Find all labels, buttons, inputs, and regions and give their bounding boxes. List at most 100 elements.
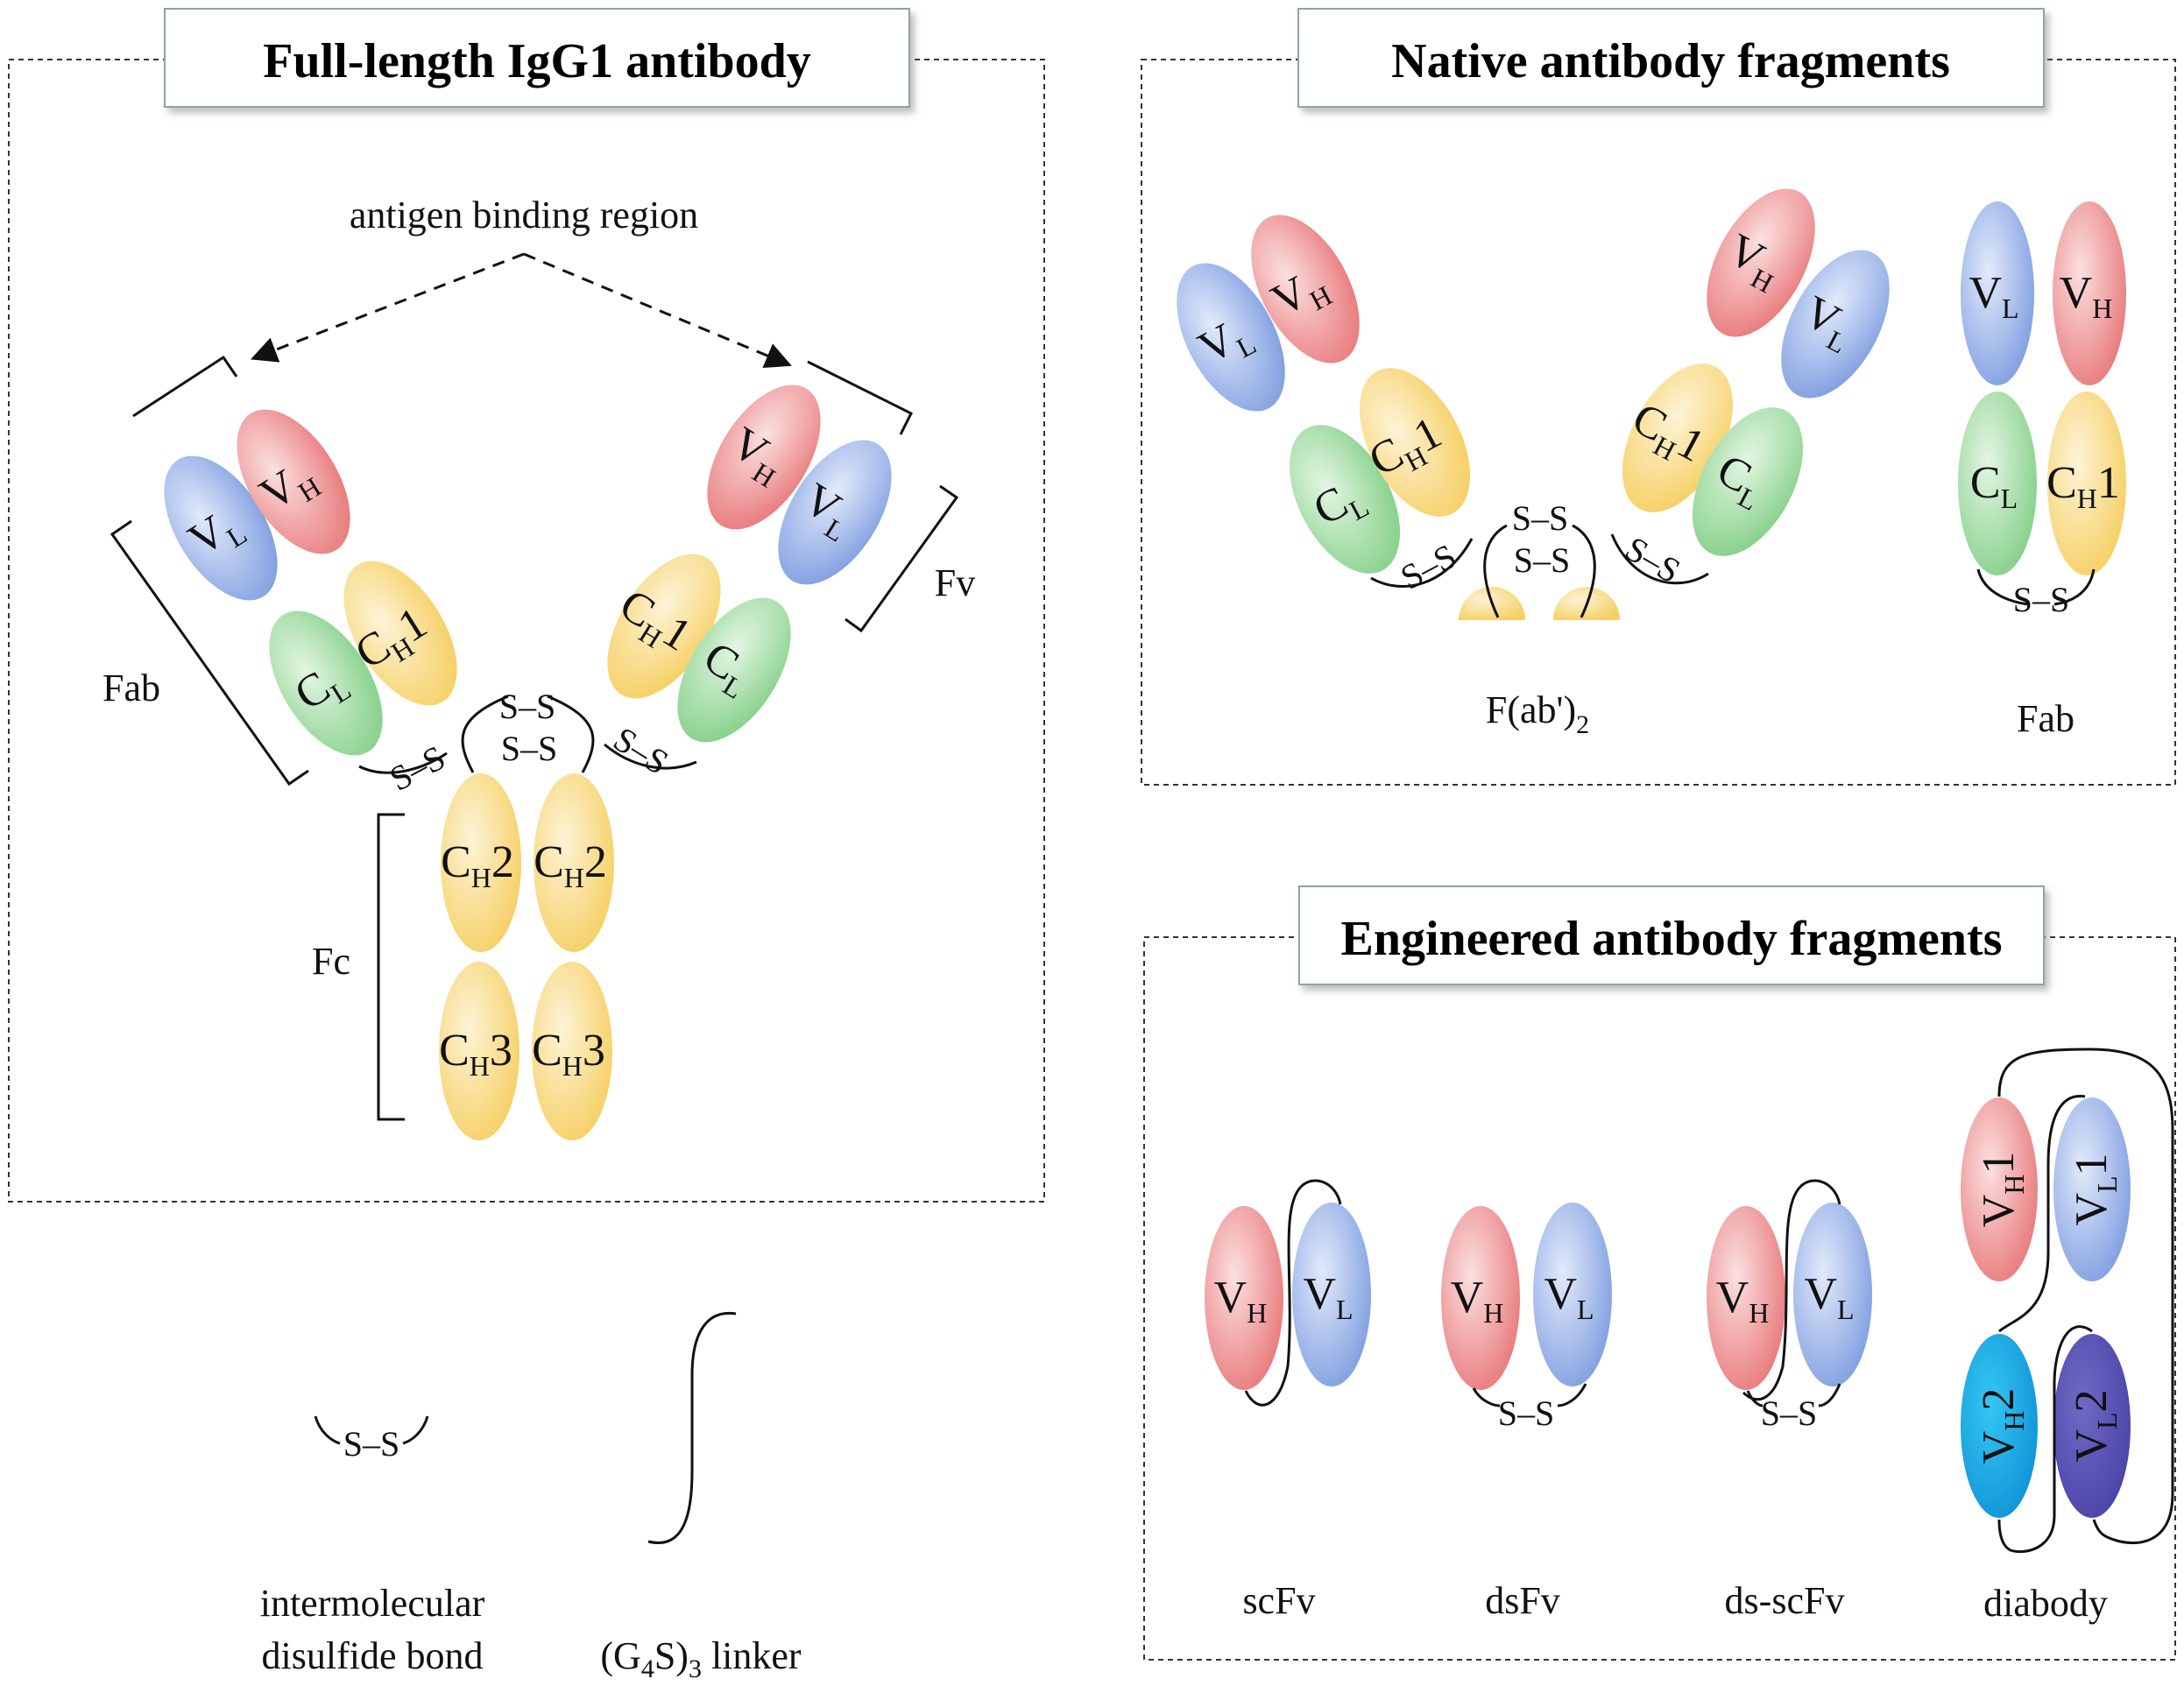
svg-text:VL1: VL1	[2067, 1153, 2123, 1225]
fab2-ss-arc-right	[1610, 533, 1709, 585]
fab-bracket	[110, 519, 309, 787]
legend-disulfide: S–S intermolecular disulfide bond	[260, 1415, 485, 1677]
dsfv-ss-arc	[1472, 1383, 1587, 1407]
domain-ch3-left: CH3	[439, 962, 519, 1140]
domain-vh-dsscfv: VH	[1707, 1206, 1785, 1390]
full-length-title-box	[164, 8, 910, 108]
legend-linker-curve	[647, 1311, 737, 1544]
domain-vh-fab2-right: VH	[1707, 188, 1815, 337]
domain-vl-fab2-right: VL	[1781, 250, 1890, 399]
diabody-linker-inner	[1998, 1095, 2086, 1333]
domain-vl-dsfv: VL	[1533, 1203, 1612, 1386]
native-title: Native antibody fragments	[1391, 34, 1950, 88]
fc-label: Fc	[312, 940, 350, 983]
antigen-binding-label: antigen binding region	[350, 194, 698, 236]
svg-text:VH: VH	[1214, 1273, 1268, 1329]
fab-fragment: VL VH CL CH1 S–S Fab	[1958, 201, 2126, 740]
domain-vl-fab: VL	[1961, 201, 2034, 385]
legend-disulfide-arc	[314, 1415, 429, 1445]
fv-bracket-right	[807, 360, 914, 435]
hinge-ss-1: S–S	[499, 687, 556, 726]
hinge-ss-2: S–S	[501, 729, 558, 768]
dsscfv-ss: S–S	[1761, 1393, 1818, 1433]
svg-text:VL: VL	[1544, 1269, 1594, 1325]
hinge-arc-left	[461, 695, 509, 773]
fab2-ss-right: S–S	[1619, 528, 1687, 590]
engineered-title: Engineered antibody fragments	[1341, 912, 2003, 966]
full-length-title: Full-length IgG1 antibody	[263, 34, 810, 88]
scfv-linker	[1244, 1179, 1342, 1407]
fv-bracket-left	[132, 355, 238, 418]
svg-text:CH2: CH2	[534, 837, 607, 893]
fab2-hinge-ss-1: S–S	[1512, 498, 1569, 538]
fv-bracket-long	[845, 484, 959, 633]
svg-text:CL: CL	[1707, 445, 1775, 517]
legend-disulfide-line1: intermolecular	[260, 1582, 485, 1625]
fab-label: Fab	[102, 667, 160, 709]
svg-text:VL2: VL2	[2067, 1389, 2123, 1462]
antigen-arrow-left	[251, 252, 525, 363]
svg-text:CH2: CH2	[441, 837, 514, 893]
domain-cl-fab2-left: CL	[1289, 425, 1401, 574]
dsfv-fragment: VH VL S–S dsFv	[1441, 1203, 1612, 1622]
svg-text:VL: VL	[1804, 1269, 1854, 1325]
ds-scfv-fragment: VH VL S–S ds-scFv	[1707, 1179, 1872, 1622]
legend-disulfide-symbol: S–S	[343, 1424, 400, 1464]
fab2-label: F(ab')2	[1486, 688, 1589, 739]
fab-ss-arc	[1976, 568, 2096, 606]
diabody-label: diabody	[1983, 1582, 2108, 1625]
fab2-ss-arc-left	[1370, 538, 1474, 589]
fv-label: Fv	[935, 561, 975, 604]
fc-bracket	[377, 813, 405, 1121]
domain-cl-fab: CL	[1958, 392, 2037, 575]
full-length-panel: Full-length IgG1 antibody	[8, 8, 1045, 1203]
svg-text:VH: VH	[1716, 1273, 1770, 1329]
svg-text:VL: VL	[1968, 268, 2018, 324]
ss-right: S–S	[607, 719, 676, 782]
svg-text:VH: VH	[2060, 268, 2113, 324]
domain-ch1-left: CH1	[343, 561, 457, 706]
dsscfv-ss-arc	[1746, 1383, 1841, 1407]
legend-linker-label: (G4S)3 linker	[600, 1634, 802, 1683]
svg-text:VL: VL	[1303, 1269, 1353, 1325]
diabody-fragment: VH1 VL1 VH2 VL2 diabody	[1961, 1048, 2174, 1625]
domain-vh1-diabody: VH1	[1961, 1097, 2038, 1281]
fab-ss: S–S	[2013, 580, 2070, 619]
ss-arc-left	[358, 751, 448, 774]
legend-linker: (G4S)3 linker	[600, 1311, 802, 1683]
engineered-panel: Engineered antibody fragments	[1143, 885, 2176, 1661]
ss-left: S–S	[383, 737, 451, 799]
native-frame	[1141, 59, 2176, 786]
svg-text:CH1: CH1	[2046, 458, 2120, 514]
domain-vh2-diabody: VH2	[1961, 1334, 2038, 1518]
fab-label-native: Fab	[2017, 697, 2074, 740]
domain-ch1-fab: CH1	[2046, 392, 2126, 575]
dsscfv-linker	[1742, 1179, 1841, 1401]
domain-ch1-fab2-right: CH1	[1622, 363, 1734, 512]
hinge-arc-right	[547, 695, 595, 773]
domain-vl-left: VL	[164, 455, 278, 601]
legend-disulfide-line2: disulfide bond	[262, 1634, 484, 1677]
antigen-arrow-right	[523, 252, 792, 369]
diabody-linker-outer	[1997, 1048, 2174, 1544]
domain-vl-scfv: VL	[1292, 1203, 1371, 1386]
domain-vl-fab2-left: VL	[1177, 263, 1285, 412]
svg-text:VH2: VH2	[1974, 1388, 2030, 1464]
legend: S–S intermolecular disulfide bond (G4S)3…	[260, 1311, 802, 1683]
domain-vh-fab: VH	[2053, 201, 2126, 385]
scfv-fragment: VH VL scFv	[1205, 1179, 1371, 1622]
domain-ch3-right: CH3	[532, 962, 612, 1140]
dsscfv-label: ds-scFv	[1725, 1579, 1845, 1622]
fab2-hinge-arc-right	[1572, 524, 1596, 618]
domain-vl-right: VL	[778, 440, 892, 585]
scfv-label: scFv	[1242, 1579, 1315, 1622]
fab2-fragment: VL VH CL CH1 VH VL CH1 CL	[1177, 188, 1890, 739]
domain-ch2-right: CH2	[534, 773, 614, 952]
domain-cl-right: CL	[677, 597, 791, 743]
engineered-title-box	[1298, 885, 2045, 985]
ss-arc-right	[604, 743, 697, 770]
native-title-box	[1297, 8, 2045, 108]
svg-text:VH: VH	[1451, 1273, 1504, 1329]
domain-vh-dsfv: VH	[1441, 1206, 1520, 1390]
